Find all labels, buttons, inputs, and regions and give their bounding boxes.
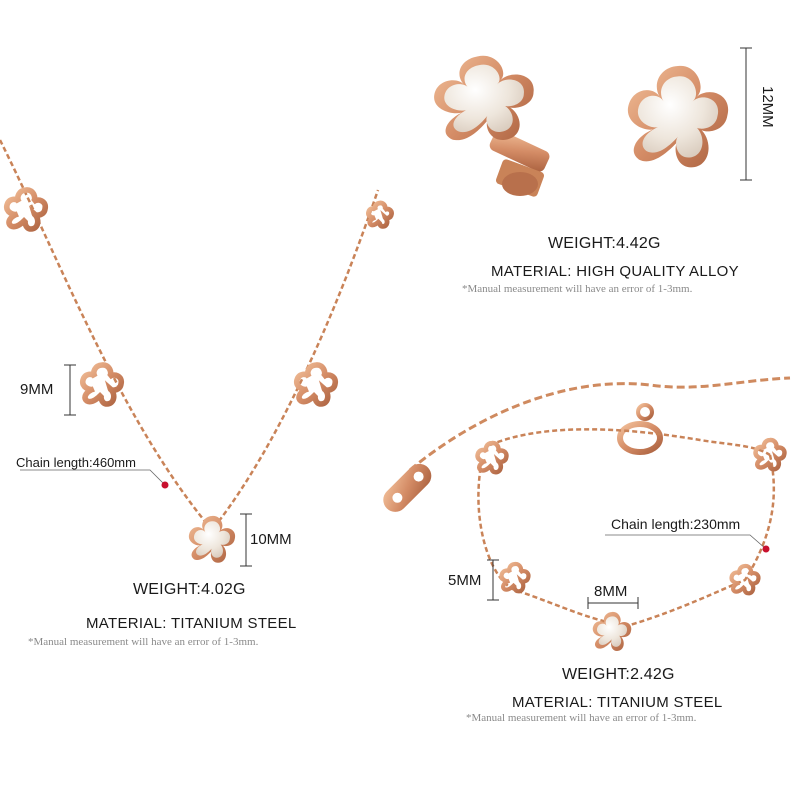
necklace-motif bbox=[368, 203, 391, 226]
bracelet-center-dimension-bar bbox=[587, 597, 639, 609]
necklace-chain-length-leader bbox=[20, 469, 166, 486]
earring-dimension-bar bbox=[740, 47, 752, 181]
bracelet-motif-dimension-bar bbox=[487, 559, 499, 601]
earring-right bbox=[627, 65, 729, 168]
bracelet-chain-length-label: Chain length:230mm bbox=[611, 516, 741, 532]
bracelet-motif-dimension-label: 5MM bbox=[448, 572, 482, 589]
bracelet-lobster-clasp bbox=[617, 403, 663, 455]
necklace-motif bbox=[7, 190, 46, 229]
bracelet-center-motif bbox=[592, 611, 632, 651]
bracelet-center-dimension-label: 8MM bbox=[594, 583, 628, 600]
necklace-motif-dimension-bar bbox=[64, 364, 76, 416]
necklace-pendant-dimension-label: 10MM bbox=[250, 531, 292, 548]
necklace-motif bbox=[297, 365, 336, 404]
earring-note: *Manual measurement will have an error o… bbox=[462, 283, 693, 295]
necklace-weight: WEIGHT:4.02G bbox=[133, 581, 246, 598]
bracelet-chain-length-leader bbox=[605, 534, 767, 550]
bracelet-motif bbox=[478, 443, 507, 472]
necklace-motif bbox=[83, 365, 122, 404]
bracelet-material: MATERIAL: TITANIUM STEEL bbox=[512, 694, 723, 711]
bracelet-chain-upper bbox=[489, 428, 771, 457]
necklace-chain-length-marker bbox=[161, 481, 169, 489]
necklace bbox=[0, 139, 392, 567]
necklace-chain bbox=[0, 139, 380, 532]
bracelet-motif bbox=[501, 564, 528, 591]
earring-weight: WEIGHT:4.42G bbox=[548, 235, 661, 252]
necklace-chain-length-label: Chain length:460mm bbox=[16, 455, 136, 470]
earrings bbox=[428, 47, 752, 197]
necklace-pendant bbox=[188, 515, 236, 563]
bracelet bbox=[383, 376, 791, 651]
earring-material: MATERIAL: HIGH QUALITY ALLOY bbox=[491, 263, 739, 280]
bracelet-tag bbox=[383, 463, 432, 512]
earring-dimension-label: 12MM bbox=[759, 86, 776, 128]
bracelet-chain-length-marker bbox=[762, 545, 770, 553]
bracelet-extension-chain bbox=[409, 376, 791, 472]
necklace-material: MATERIAL: TITANIUM STEEL bbox=[86, 615, 297, 632]
bracelet-weight: WEIGHT:2.42G bbox=[562, 666, 675, 683]
earring-left bbox=[428, 50, 542, 148]
bracelet-chain bbox=[477, 454, 776, 627]
necklace-motif-dimension-label: 9MM bbox=[20, 381, 54, 398]
earring-left-post bbox=[489, 130, 550, 197]
necklace-pendant-dimension-bar bbox=[240, 513, 252, 567]
necklace-note: *Manual measurement will have an error o… bbox=[28, 636, 259, 648]
bracelet-note: *Manual measurement will have an error o… bbox=[466, 712, 697, 724]
